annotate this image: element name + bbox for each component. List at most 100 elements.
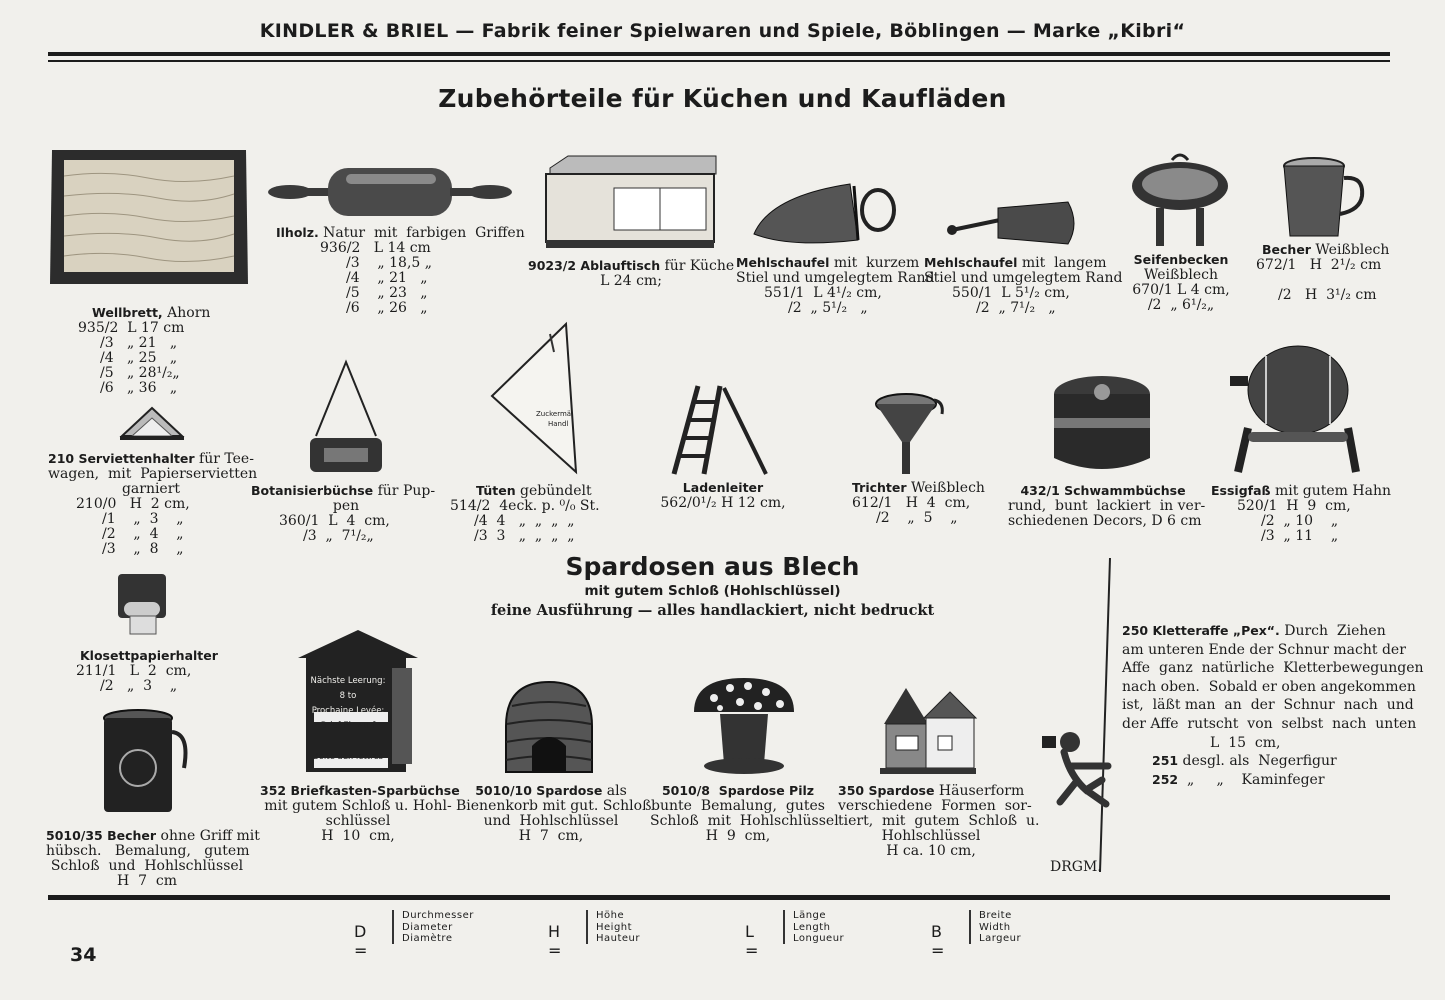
caption-line: Bienenkorb mit gut. Schloß <box>456 798 652 814</box>
item-name: Klosettpapierhalter <box>80 648 218 663</box>
legend-key: H = <box>548 922 562 960</box>
bienenkorb-illustration <box>505 680 593 773</box>
legend-word: Width <box>979 921 1011 933</box>
caption-line: gebündelt <box>515 483 592 499</box>
legend-key: L = <box>745 922 759 960</box>
item-name: Ilholz. <box>276 225 319 240</box>
legend-word: Diameter <box>402 921 453 933</box>
tueten-illustration <box>490 321 578 475</box>
spardosen-title: Spardosen aus Blech <box>565 552 860 581</box>
caption-line: /2 „ 3 „ <box>100 678 178 694</box>
item-name: 5010/10 Spardose <box>475 783 603 798</box>
caption-line: nach oben. Sobald er oben angekommen <box>1122 678 1416 695</box>
caption-briefkasten: 352 Briefkasten-Sparbüchse mit gutem Sch… <box>260 783 460 844</box>
caption-line: /2 „ 4 „ <box>102 526 184 542</box>
caption-line: Durch Ziehen <box>1279 623 1386 639</box>
page-title: Zubehörteile für Küchen und Kaufläden <box>438 84 1007 113</box>
caption-line: L 24 cm; <box>600 273 662 289</box>
schwammbuechse-illustration <box>1054 376 1150 469</box>
nudelholz-illustration <box>268 168 512 216</box>
legend-word: Durchmesser <box>402 910 474 921</box>
briefkasten-sign-line: Prochaine Levée: <box>311 706 385 716</box>
caption-line: schlüssel <box>325 813 391 829</box>
caption-line: der Affe rutscht von selbst nach unten <box>1122 715 1417 732</box>
caption-trichter: Trichter Weißblech 612/1 H 4 cm, /2 „ 5 … <box>852 480 992 526</box>
legend-word: Länge <box>793 910 827 921</box>
caption-line: ohne Griff mit <box>156 828 260 844</box>
caption-line: Weißblech <box>906 480 985 496</box>
caption-line: /2 „ 10 „ <box>1261 513 1339 529</box>
caption-line: für Pup- <box>373 483 436 499</box>
ablauftisch-illustration <box>545 155 717 248</box>
caption-line: Stiel und umgelegtem Rand <box>924 270 1123 286</box>
briefkasten-sign-line: Boite aux lettres <box>312 752 384 762</box>
caption-line: /2 „ 5¹/₂ „ <box>788 300 868 316</box>
item-name: Ladenleiter <box>682 480 764 495</box>
caption-botanisierbuechse: Botanisierbüchse für Pup- pen 360/1 L 4 … <box>251 483 441 544</box>
caption-line: /6 „ 26 „ <box>346 300 428 316</box>
caption-line: ist, läßt man an der Schnur nach und <box>1122 697 1414 714</box>
caption-line: /3 „ 8 „ <box>102 541 184 557</box>
becher-weissblech-illustration <box>1283 157 1365 237</box>
item-name: Seifenbecken <box>1133 252 1229 267</box>
caption-nudelholz: Ilholz. Natur mit farbigen Griffen 936/2… <box>276 225 528 316</box>
caption-line: Natur mit farbigen Griffen <box>318 225 525 241</box>
item-name: Essigfaß <box>1211 483 1271 498</box>
caption-line: desgl. als Negerfigur <box>1182 753 1337 770</box>
caption-line: Affe ganz natürliche Kletterbewegungen <box>1122 660 1424 677</box>
legend-word: Diamètre <box>402 933 453 944</box>
caption-line: 562/0¹/₂ H 12 cm, <box>660 495 786 511</box>
caption-line: und Hohlschlüssel <box>483 813 619 829</box>
caption-line: /3 „ 21 „ <box>100 335 178 351</box>
caption-serviettenhalter: 210 Serviettenhalter für Tee- wagen, mit… <box>48 451 258 557</box>
mehlschaufel-kurz-illustration <box>753 183 896 244</box>
briefkasten-illustration <box>298 630 418 772</box>
kletteraffe-illustration <box>1042 557 1112 873</box>
caption-line: 670/1 L 4 cm, <box>1132 282 1230 298</box>
spardosen-subtitle-2: feine Ausführung — alles handlackiert, n… <box>490 602 935 619</box>
pilz-illustration <box>694 678 794 774</box>
item-name: 352 Briefkasten-Sparbüchse <box>260 783 460 798</box>
caption-line: wagen, mit Papierservietten <box>48 466 258 482</box>
legend-brace <box>969 910 977 944</box>
caption-line: garniert <box>121 481 181 497</box>
essigfass-illustration <box>1230 345 1360 473</box>
caption-line: /3 „ 11 „ <box>1261 528 1339 544</box>
caption-line: /2 „ 5 „ <box>876 510 958 526</box>
legend-word: Breite <box>979 910 1012 921</box>
caption-line: für Tee- <box>194 451 254 467</box>
legend-brace <box>392 910 400 944</box>
item-name: Tüten <box>476 483 516 498</box>
page-number: 34 <box>70 944 97 966</box>
legend-word: Höhe <box>596 910 625 921</box>
item-name: Botanisierbüchse <box>251 483 374 498</box>
caption-line: /2 „ 6¹/₂„ <box>1147 297 1215 313</box>
item-name: Trichter <box>852 480 907 495</box>
caption-schwammbuechse: 432/1 Schwammbüchse rund, bunt lackiert … <box>1008 483 1205 529</box>
caption-line: /5 „ 23 „ <box>346 285 428 301</box>
caption-haeuser: 350 Spardose Häuserform verschiedene For… <box>838 783 1039 859</box>
spardosen-subtitle: mit gutem Schloß (Hohlschlüssel) <box>584 583 841 599</box>
caption-line: 520/1 H 9 cm, <box>1237 498 1351 514</box>
caption-bienenkorb: 5010/10 Spardose als Bienenkorb mit gut.… <box>456 783 652 844</box>
ladenleiter-illustration <box>671 385 768 475</box>
caption-line: als <box>602 783 627 799</box>
botanisierbuechse-illustration <box>310 359 382 472</box>
caption-line: /4 „ 21 „ <box>346 270 428 286</box>
legend-key: B = <box>931 922 945 960</box>
caption-ladenleiter: Ladenleiter 562/0¹/₂ H 12 cm, <box>650 480 796 511</box>
caption-becher-weissblech: Becher Weißblech 672/1 H 2¹/₂ cm /2 H 3¹… <box>1256 242 1396 303</box>
caption-mehlschaufel-kurz: Mehlschaufel mit kurzem Stiel und umgele… <box>736 255 934 316</box>
item-name: 5010/8 Spardose Pilz <box>661 783 815 798</box>
item-name: Becher <box>1262 242 1311 257</box>
caption-line: „ „ Kaminfeger <box>1187 771 1325 788</box>
caption-line: Schloß mit Hohlschlüssel <box>650 813 839 829</box>
caption-line: /3 3 „ „ „ „ <box>474 528 575 544</box>
legend-brace <box>586 910 594 944</box>
haeuser-illustration <box>880 688 978 774</box>
caption-ablauftisch: 9023/2 Ablauftisch für Küche L 24 cm; <box>528 258 734 289</box>
item-name: Mehlschaufel <box>924 255 1018 270</box>
briefkasten-sign-line: Brief-Einwurf <box>320 721 376 731</box>
caption-line: Hohlschlüssel <box>881 828 981 844</box>
caption-line: H 7 cm <box>116 873 178 889</box>
